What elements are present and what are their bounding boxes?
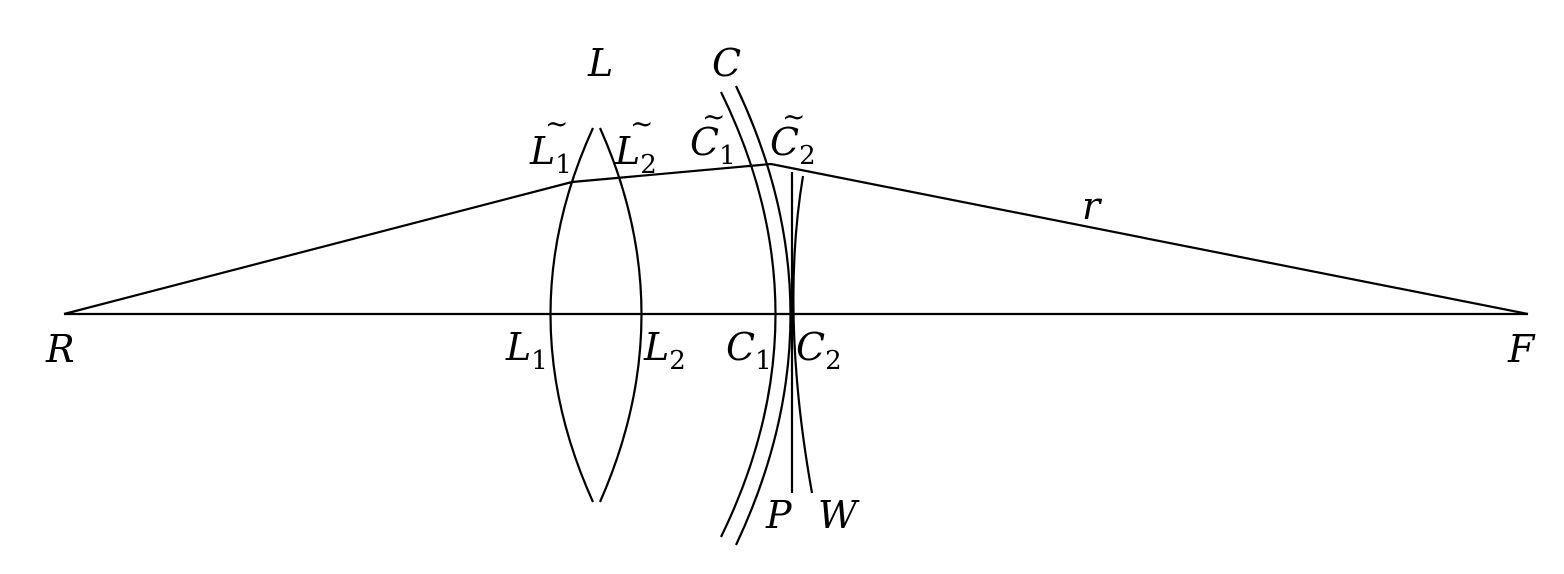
label-r: r <box>1082 184 1103 228</box>
label-Ct1: C1 <box>690 120 736 171</box>
label-Lt1: L1 <box>529 129 572 180</box>
surface-W <box>792 175 814 494</box>
label-R: R <box>45 327 75 371</box>
label-L2: L2 <box>643 325 686 376</box>
label-Lt2-accent: ~ <box>630 107 653 140</box>
label-C2: C2 <box>796 325 842 376</box>
ray-r <box>63 162 1529 316</box>
label-Lt1-accent: ~ <box>545 107 568 140</box>
label-F: F <box>1507 327 1536 371</box>
corrector-surface-C2 <box>735 85 792 546</box>
label-C1: C1 <box>726 325 772 376</box>
label-L1: L1 <box>505 325 548 376</box>
lens-surface-L1 <box>549 127 595 503</box>
label-Ct2: C2 <box>770 120 816 171</box>
label-C: C <box>712 41 741 85</box>
label-L: L <box>587 41 613 85</box>
label-Ct2-accent: ~ <box>782 100 805 133</box>
label-P: P <box>765 493 793 537</box>
corrector-surface-C1 <box>720 91 777 538</box>
label-Lt2: L2 <box>614 129 657 180</box>
label-W: W <box>818 493 860 537</box>
label-Ct1-accent: ~ <box>702 100 725 133</box>
